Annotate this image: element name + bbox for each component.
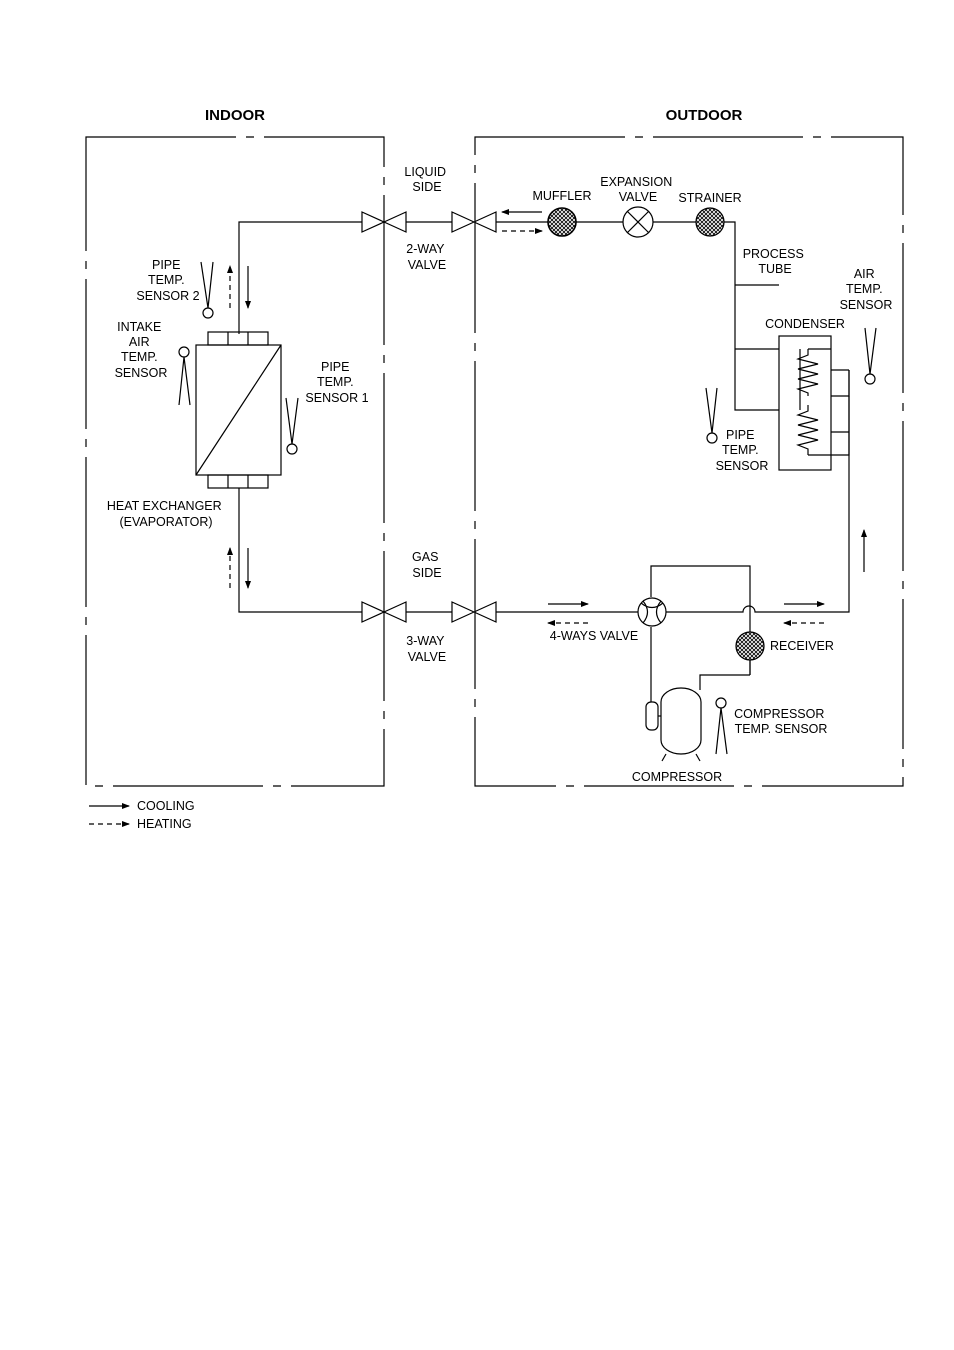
three-way-valve-indoor — [361, 601, 407, 623]
two-way-valve-outdoor — [451, 211, 497, 233]
air-temp-sensor-label: AIR TEMP. SENSOR — [840, 267, 893, 312]
receiver — [735, 631, 765, 661]
compressor — [645, 660, 751, 762]
compressor-label: COMPRESSOR — [632, 770, 722, 784]
pipe-temp-sensor-1 — [285, 397, 299, 455]
outdoor-pipe-temp-sensor — [705, 387, 718, 444]
expansion-valve-label: EXPANSION VALVE — [600, 175, 676, 204]
expansion-valve — [622, 206, 654, 238]
two-way-valve-indoor — [361, 211, 407, 233]
compressor-temp-sensor-label: COMPRESSOR TEMP. SENSOR — [734, 707, 828, 736]
three-way-valve-outdoor — [451, 601, 497, 623]
pipe-temp-sensor-1-label: PIPE TEMP. SENSOR 1 — [305, 360, 368, 405]
liquid-side-label: LIQUID SIDE — [404, 165, 449, 194]
strainer — [695, 207, 725, 237]
outdoor-header: OUTDOOR — [666, 107, 743, 124]
condenser-label: CONDENSER — [765, 317, 845, 331]
indoor-unit-boundary — [85, 136, 385, 787]
outdoor-unit-boundary — [474, 136, 904, 787]
condenser — [778, 335, 850, 471]
outdoor-pipe-temp-sensor-label: PIPE TEMP. SENSOR — [716, 428, 769, 473]
piping — [238, 221, 850, 700]
intake-air-temp-sensor-label: INTAKE AIR TEMP. SENSOR — [115, 320, 168, 380]
heat-exchanger-evaporator — [195, 331, 282, 489]
air-temp-sensor — [864, 327, 877, 385]
two-way-valve-label: 2-WAY VALVE — [406, 242, 447, 272]
muffler-label: MUFFLER — [532, 189, 591, 203]
receiver-label: RECEIVER — [770, 639, 834, 653]
four-ways-valve-label: 4-WAYS VALVE — [550, 629, 638, 643]
three-way-valve-label: 3-WAY VALVE — [406, 634, 447, 664]
legend-cooling-label: COOLING — [137, 799, 195, 813]
four-ways-valve — [637, 597, 667, 627]
heat-exchanger-label: HEAT EXCHANGER (EVAPORATOR) — [107, 499, 225, 529]
legend: COOLING HEATING — [89, 799, 195, 831]
pipe-temp-sensor-2 — [200, 261, 214, 319]
compressor-temp-sensor — [715, 697, 728, 755]
muffler — [547, 207, 577, 237]
indoor-header: INDOOR — [205, 107, 265, 124]
pipe-temp-sensor-2-label: PIPE TEMP. SENSOR 2 — [136, 258, 199, 303]
strainer-label: STRAINER — [678, 191, 741, 205]
legend-heating-label: HEATING — [137, 817, 192, 831]
process-tube-label: PROCESS TUBE — [743, 247, 808, 276]
gas-side-label: GAS SIDE — [412, 550, 442, 580]
intake-air-temp-sensor — [178, 346, 191, 406]
